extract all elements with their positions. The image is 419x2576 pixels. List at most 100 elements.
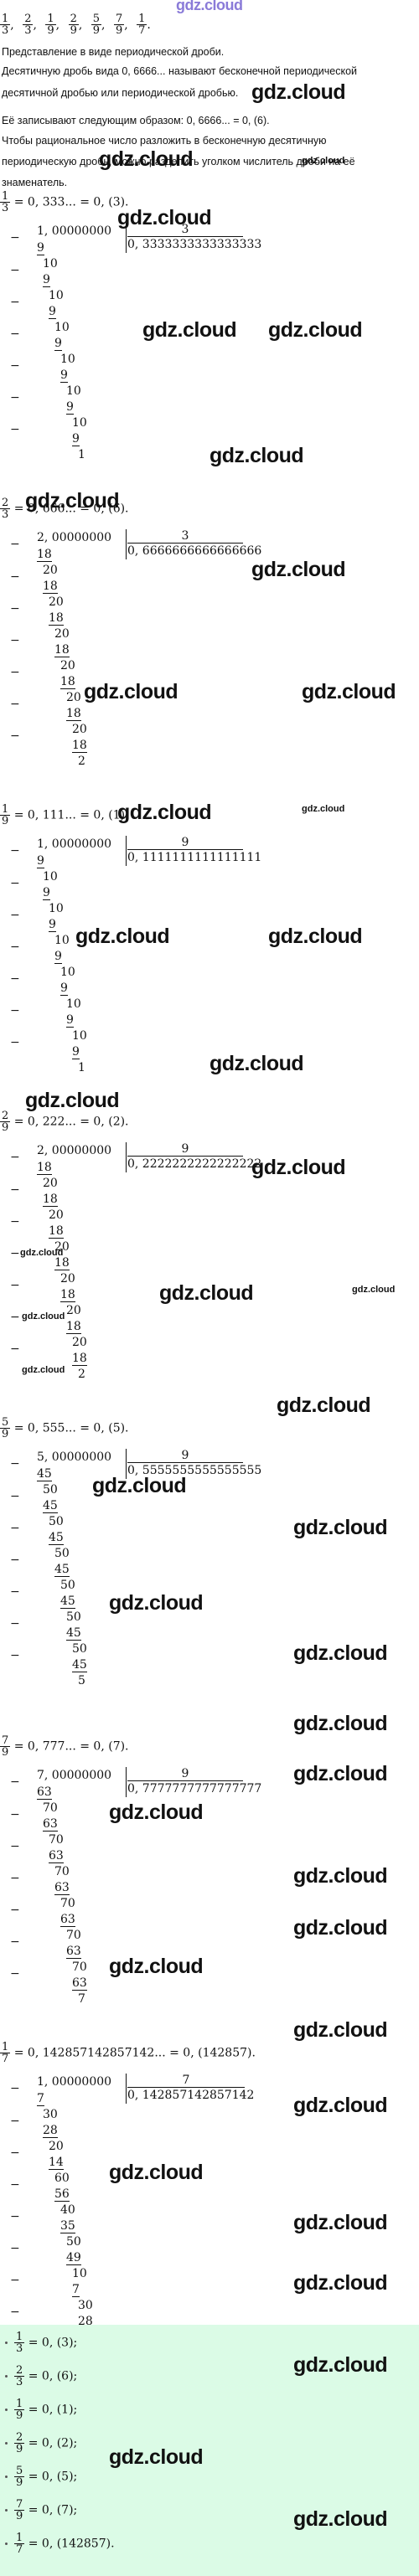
divisor: 3 <box>127 529 243 544</box>
minus-sign: − <box>10 2082 20 2095</box>
separator: , <box>124 18 132 32</box>
minus-sign: − <box>10 1036 20 1049</box>
minus-sign: − <box>10 1935 20 1949</box>
minus-sign: − <box>10 2115 20 2128</box>
minus-sign: − <box>10 909 20 922</box>
subtrahend: 9 <box>49 305 56 319</box>
remainder: 10 <box>49 902 64 915</box>
remainder: 50 <box>60 1579 75 1592</box>
minus-sign: − <box>10 1649 20 1662</box>
minus-sign: − <box>10 1342 20 1356</box>
subtrahend: 63 <box>60 1913 75 1927</box>
watermark: gdz.cloud <box>268 925 363 948</box>
denominator: 9 <box>2 815 9 827</box>
denominator: 9 <box>92 24 101 37</box>
division-bar <box>126 836 127 866</box>
subtrahend: 63 <box>43 1817 58 1832</box>
subtrahend: 7 <box>72 2283 80 2297</box>
minus-sign: − <box>10 1151 20 1164</box>
subtrahend: 45 <box>54 1563 70 1577</box>
answer-text: = 0, (3); <box>24 2336 78 2350</box>
subtrahend: 63 <box>49 1849 64 1863</box>
subtrahend: 14 <box>49 2156 64 2170</box>
remainder: 40 <box>60 2203 75 2217</box>
division-bar <box>126 1142 127 1172</box>
watermark: gdz.cloud <box>109 1591 204 1615</box>
minus-sign: − <box>10 570 20 584</box>
numerator: 1 <box>14 2331 25 2343</box>
minus-sign: − <box>10 1840 20 1853</box>
watermark: gdz.cloud <box>20 1248 64 1258</box>
denominator: 9 <box>115 24 123 37</box>
subtrahend: 9 <box>37 241 44 255</box>
minus-sign: − <box>10 264 20 277</box>
minus-sign: − <box>10 1311 20 1324</box>
result-text: = 0, 777... = 0, (7). <box>10 1739 129 1754</box>
quotient: 0, 6666666666666666 <box>127 544 262 558</box>
divisor: 9 <box>127 1767 243 1781</box>
denominator: 3 <box>16 2342 23 2355</box>
watermark: gdz.cloud <box>22 1311 65 1321</box>
watermark: gdz.cloud <box>210 444 304 467</box>
subtrahend: 18 <box>54 643 70 657</box>
quotient: 0, 7777777777777777 <box>127 1782 262 1795</box>
subtrahend: 45 <box>72 1658 87 1672</box>
intro-paragraph-2: Её записывают следующим образом: 0, 6666… <box>2 115 270 126</box>
subtrahend: 45 <box>49 1531 64 1545</box>
minus-sign: − <box>10 359 20 373</box>
watermark: gdz.cloud <box>293 1762 388 1785</box>
divisor: 9 <box>127 1142 243 1157</box>
bullet-icon <box>5 2509 8 2512</box>
denominator: 9 <box>47 24 54 37</box>
intro-paragraph-3: Чтобы рациональное число разложить в бес… <box>2 135 355 188</box>
subtrahend: 9 <box>54 950 62 964</box>
watermark: gdz.cloud <box>293 2507 388 2531</box>
watermark: gdz.cloud <box>293 2094 388 2117</box>
numerator: 1 <box>0 13 11 25</box>
subtrahend: 18 <box>72 1352 87 1366</box>
minus-sign: − <box>10 1004 20 1018</box>
minus-sign: − <box>10 1808 20 1821</box>
quotient: 0, 142857142857142 <box>127 2089 255 2102</box>
watermark: gdz.cloud <box>109 2445 204 2469</box>
remainder: 1 <box>78 1061 85 1074</box>
subtrahend: 18 <box>49 611 64 626</box>
minus-sign: − <box>10 1872 20 1885</box>
dividend: 7, 00000000 <box>37 1769 112 1782</box>
subtrahend: 18 <box>54 1256 70 1270</box>
subtrahend: 63 <box>66 1945 81 1959</box>
remainder: 10 <box>72 2267 87 2280</box>
watermark: gdz.cloud <box>25 1089 120 1112</box>
minus-sign: − <box>10 2242 20 2255</box>
numerator: 7 <box>14 2498 25 2511</box>
subtrahend: 18 <box>49 1224 64 1239</box>
minus-sign: − <box>10 940 20 954</box>
answer-text: = 0, (142857). <box>24 2537 115 2551</box>
remainder: 10 <box>54 934 70 947</box>
quotient: 0, 3333333333333333 <box>127 238 262 251</box>
remainder: 60 <box>54 2172 70 2185</box>
subtrahend: 9 <box>66 400 74 415</box>
remainder: 10 <box>43 257 58 270</box>
denominator: 9 <box>16 2476 23 2489</box>
numerator: 1 <box>0 803 11 816</box>
numerator: 1 <box>0 190 11 203</box>
subtrahend: 18 <box>66 707 81 721</box>
watermark: gdz.cloud <box>293 1916 388 1940</box>
intro-title: Представление в виде периодической дроби… <box>2 46 225 58</box>
minus-sign: − <box>10 1522 20 1535</box>
denominator: 9 <box>2 1121 9 1134</box>
subtrahend: 9 <box>43 273 50 287</box>
watermark: gdz.cloud <box>293 2211 388 2234</box>
